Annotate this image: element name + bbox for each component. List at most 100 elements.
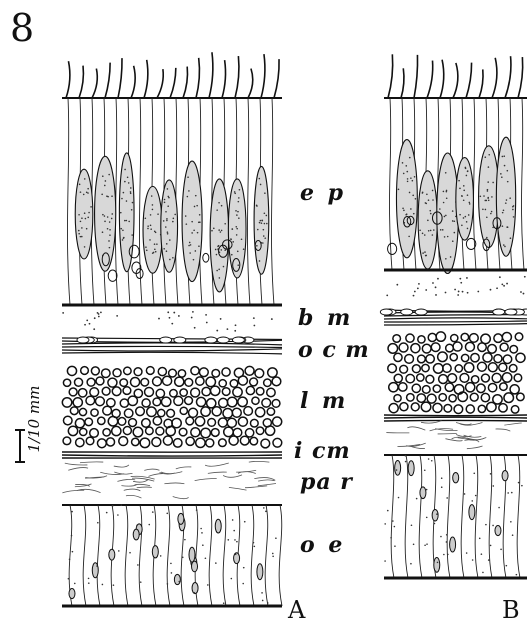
stipple-dot — [237, 211, 239, 213]
stipple-dot — [237, 264, 239, 266]
stipple-dot — [178, 581, 180, 583]
muscle-fiber-section — [146, 367, 154, 375]
stipple-dot — [467, 194, 469, 196]
stipple-dot — [69, 559, 71, 561]
stipple-dot — [216, 270, 218, 272]
muscle-fiber-section — [255, 407, 264, 416]
muscle-fiber-section — [250, 419, 258, 427]
muscle-cell — [401, 309, 413, 315]
stipple-dot — [78, 230, 80, 232]
parenchyma-fiber — [407, 427, 425, 430]
stipple-dot — [122, 230, 124, 232]
stipple-dot — [501, 176, 503, 178]
muscle-fiber-section — [503, 355, 511, 363]
muscle-fiber-section — [79, 408, 86, 415]
stipple-dot — [452, 210, 454, 212]
stipple-dot — [116, 315, 118, 317]
stipple-dot — [150, 228, 152, 230]
muscle-fiber-section — [145, 387, 154, 396]
stipple-dot — [260, 184, 262, 186]
stipple-dot — [518, 482, 520, 484]
cilium — [479, 69, 483, 98]
stipple-dot — [394, 526, 396, 528]
stipple-dot — [93, 328, 95, 330]
stipple-dot — [86, 228, 88, 230]
muscle-fiber-section — [273, 417, 282, 426]
muscle-fiber-section — [146, 427, 154, 435]
muscle-fiber-section — [152, 437, 161, 446]
muscle-fiber-section — [191, 367, 199, 375]
cell-nucleus — [92, 563, 98, 578]
stipple-dot — [425, 202, 427, 204]
stipple-dot — [152, 204, 154, 206]
parenchyma-fiber — [144, 469, 159, 470]
stipple-dot — [120, 212, 122, 214]
muscle-fiber-section — [73, 398, 82, 407]
cell-nucleus — [450, 537, 456, 552]
stipple-dot — [215, 562, 217, 564]
stipple-dot — [253, 317, 255, 319]
stipple-dot — [187, 176, 189, 178]
cell-wall — [461, 455, 464, 578]
muscle-fiber-section — [156, 427, 164, 435]
cilium — [414, 55, 418, 98]
muscle-fiber-section — [445, 383, 453, 391]
stipple-dot — [109, 229, 111, 231]
stipple-dot — [458, 291, 460, 293]
stipple-dot — [506, 283, 508, 285]
stipple-dot — [425, 289, 427, 291]
stipple-dot — [468, 214, 470, 216]
stipple-dot — [506, 199, 508, 201]
muscle-fiber-section — [166, 426, 175, 435]
stipple-dot — [241, 238, 243, 240]
cell-nucleus — [215, 519, 221, 533]
stipple-dot — [236, 214, 238, 216]
stipple-dot — [426, 517, 428, 519]
muscle-fiber-section — [394, 374, 402, 382]
stipple-dot — [224, 223, 226, 225]
muscle-fiber-section — [85, 418, 93, 426]
stipple-dot — [242, 583, 244, 585]
muscle-fiber-section — [123, 387, 131, 395]
muscle-fiber-section — [471, 376, 478, 383]
stipple-dot — [264, 237, 266, 239]
muscle-fiber-section — [255, 369, 264, 378]
muscle-fiber-section — [388, 364, 397, 373]
stipple-dot — [205, 557, 207, 559]
stipple-dot — [195, 250, 197, 252]
muscle-fiber-section — [141, 378, 149, 386]
muscle-fiber-section — [240, 436, 249, 445]
stipple-dot — [104, 215, 106, 217]
stipple-dot — [464, 493, 466, 495]
muscle-fiber-section — [91, 367, 99, 375]
stipple-dot — [166, 513, 168, 515]
muscle-fiber-section — [202, 387, 210, 395]
cell-nucleus — [75, 169, 93, 259]
muscle-fiber-section — [174, 396, 183, 405]
parenchyma-fiber — [121, 485, 136, 486]
stipple-dot — [265, 511, 267, 513]
muscle-fiber-section — [201, 407, 210, 416]
cell-nucleus — [495, 525, 501, 535]
stipple-dot — [384, 560, 386, 562]
cilium — [66, 61, 70, 98]
muscle-fiber-section — [86, 437, 94, 445]
muscle-fiber-section — [70, 407, 78, 415]
muscle-fiber-section — [212, 407, 221, 416]
muscle-fiber-section — [222, 388, 230, 396]
stipple-dot — [433, 229, 435, 231]
muscle-fiber-section — [142, 399, 150, 407]
muscle-fiber-section — [80, 428, 87, 435]
muscle-fiber-section — [478, 362, 487, 371]
muscle-fiber-section — [510, 385, 519, 394]
stipple-dot — [145, 246, 147, 248]
stipple-dot — [473, 472, 475, 474]
stipple-dot — [403, 210, 405, 212]
muscle-fiber-section — [106, 438, 114, 446]
stipple-dot — [84, 178, 86, 180]
stipple-dot — [435, 294, 437, 296]
stipple-dot — [189, 252, 191, 254]
stipple-dot — [81, 227, 83, 229]
stipple-dot — [165, 211, 167, 213]
stipple-dot — [496, 287, 498, 289]
